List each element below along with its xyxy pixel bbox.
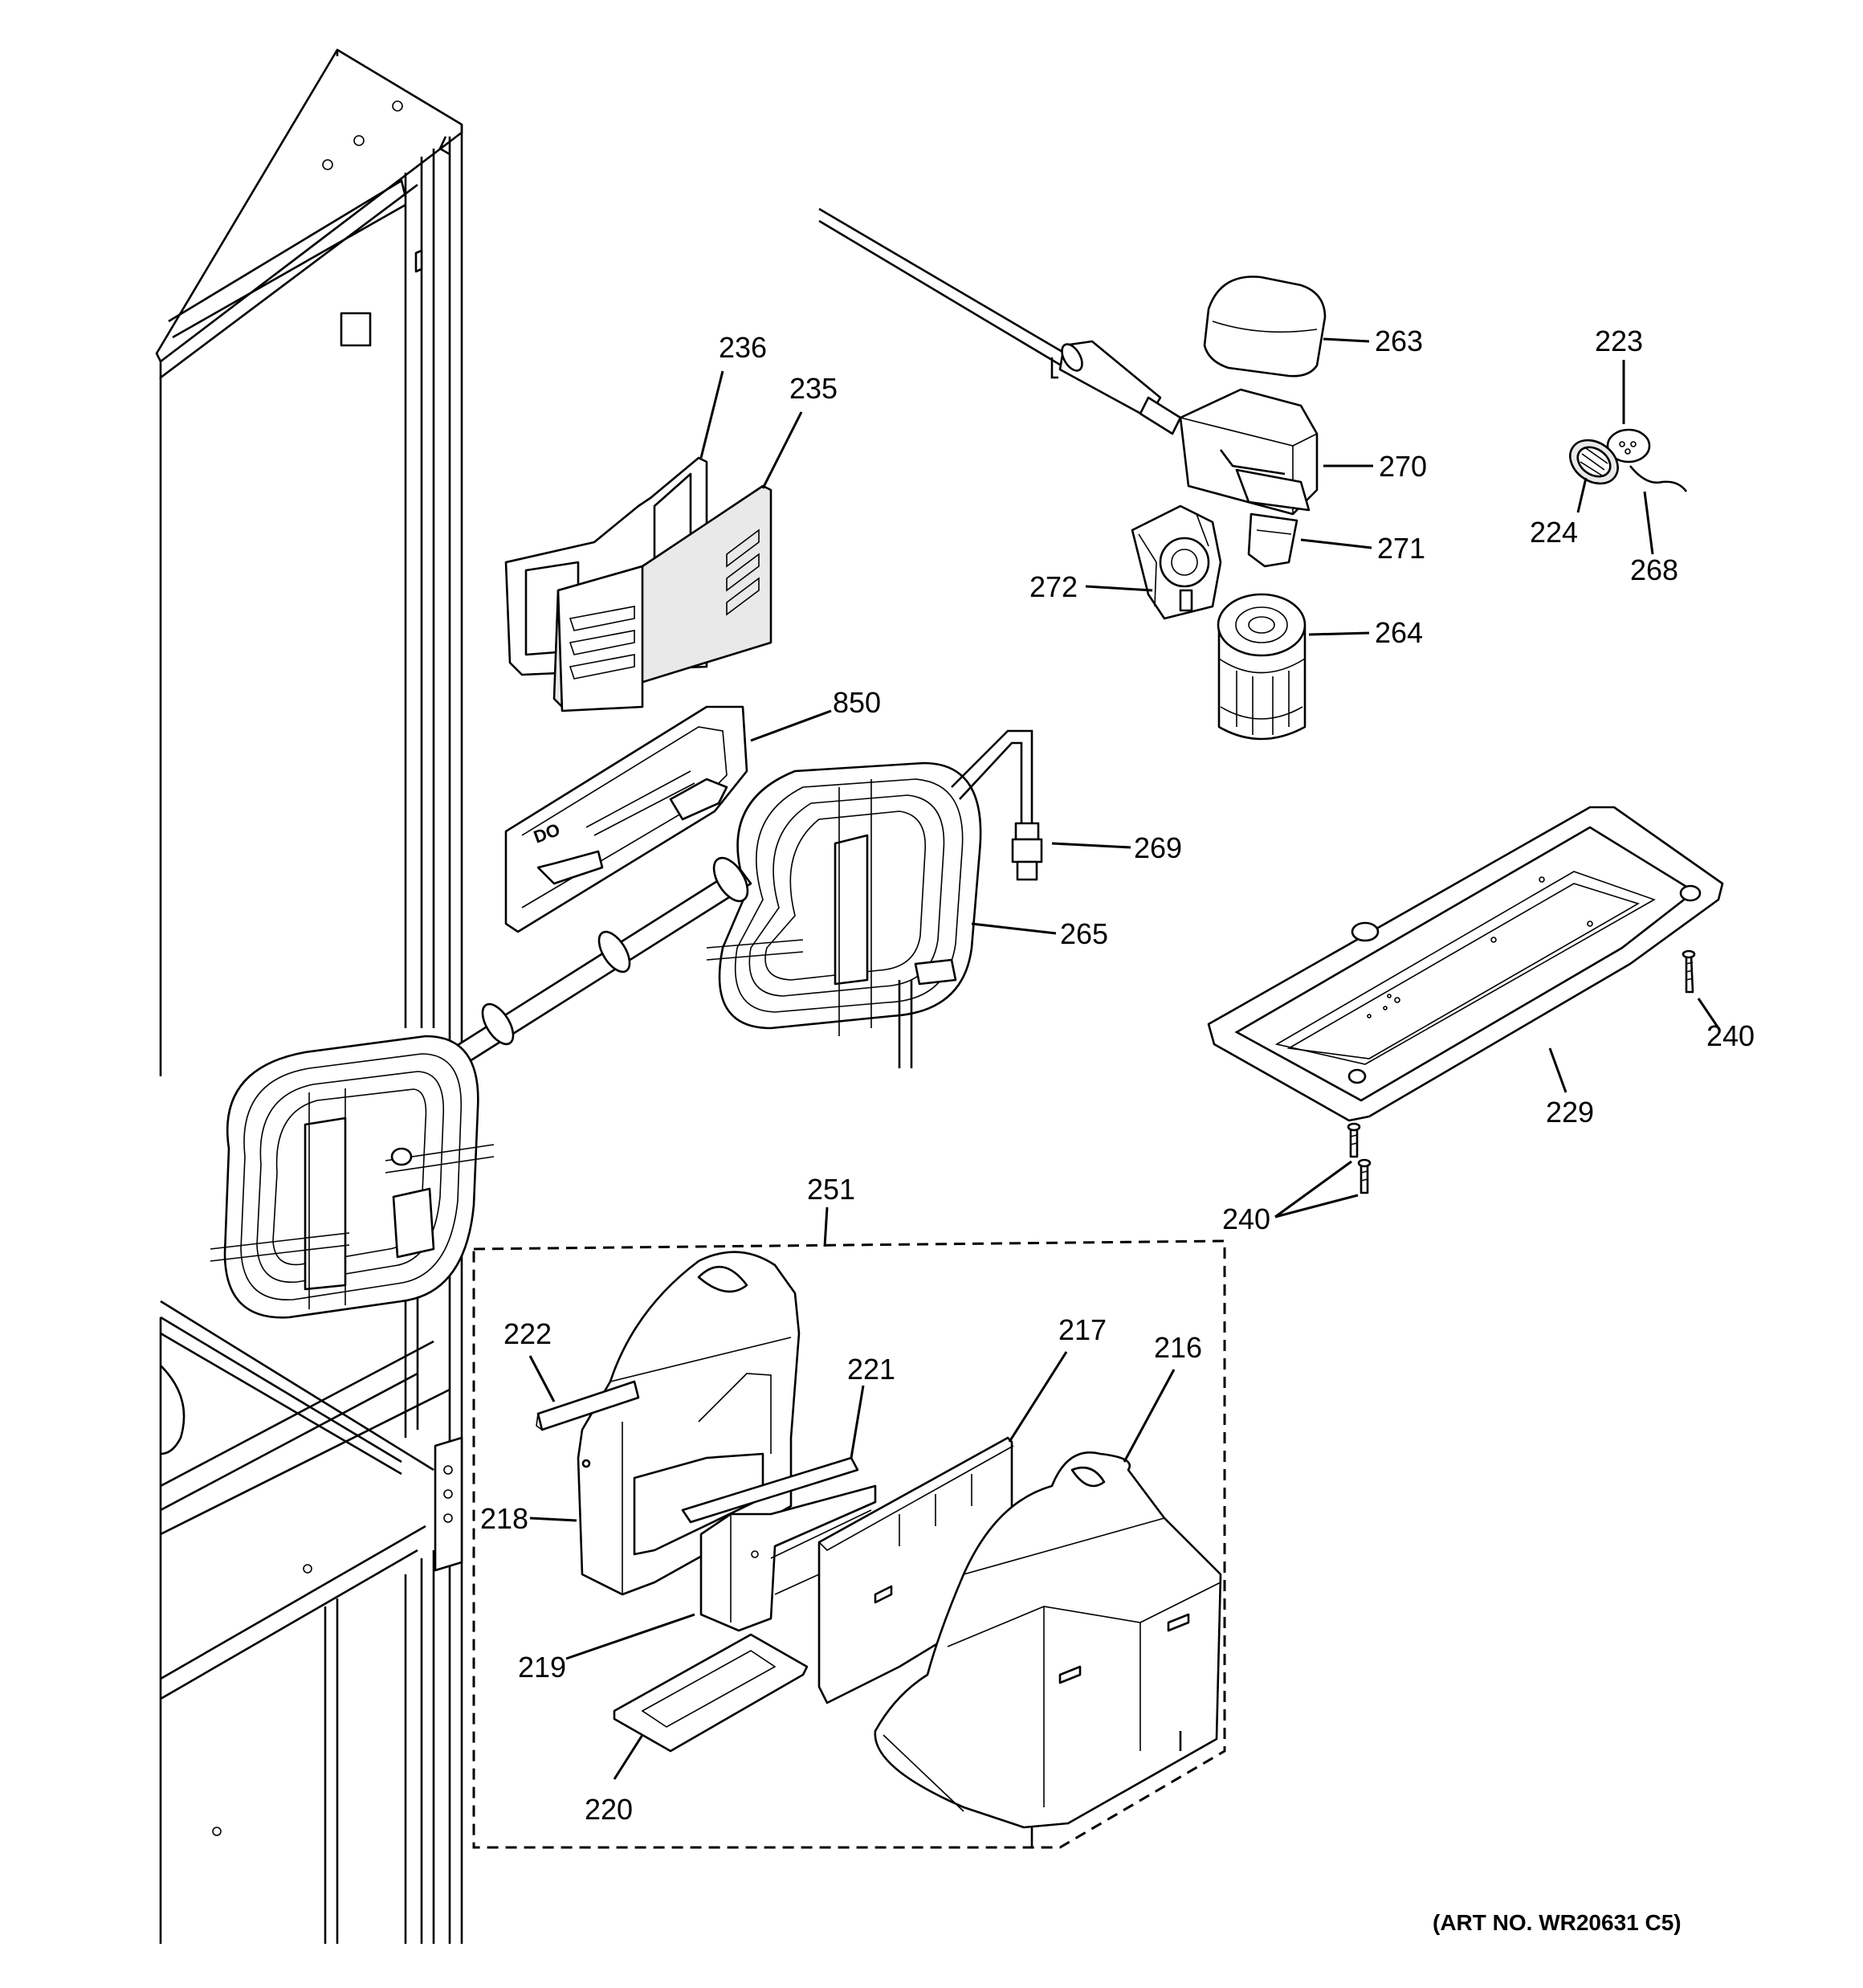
callout-270: 270 bbox=[1379, 450, 1427, 483]
callout-229: 229 bbox=[1546, 1096, 1594, 1129]
callout-218: 218 bbox=[480, 1502, 528, 1535]
water-line-tube bbox=[818, 207, 1182, 435]
part-229-drip-tray bbox=[1207, 806, 1724, 1122]
callout-264: 264 bbox=[1375, 616, 1423, 649]
callout-271: 271 bbox=[1377, 532, 1425, 565]
part-263-cover-cap bbox=[1203, 276, 1327, 378]
part-216-outer-cover bbox=[874, 1451, 1222, 1847]
callout-219: 219 bbox=[518, 1651, 566, 1684]
callout-leader-lines bbox=[528, 337, 1720, 1780]
part-272-mounting-bracket bbox=[1131, 504, 1222, 620]
callout-220: 220 bbox=[585, 1793, 633, 1826]
part-223-224-268-grille-gasket-wire bbox=[1569, 428, 1688, 492]
callout-223: 223 bbox=[1595, 325, 1643, 357]
callout-268: 268 bbox=[1630, 553, 1678, 586]
part-240-screws bbox=[1347, 949, 1696, 1194]
art-number-caption: (ART NO. WR20631 C5) bbox=[1433, 1910, 1682, 1935]
callout-217: 217 bbox=[1058, 1313, 1107, 1346]
part-264-filter-cartridge bbox=[1217, 593, 1307, 741]
callout-263: 263 bbox=[1375, 325, 1423, 357]
callout-272: 272 bbox=[1029, 570, 1078, 603]
kit-251-boundary bbox=[472, 1239, 1226, 1849]
callout-235: 235 bbox=[789, 372, 838, 405]
callout-240-left: 240 bbox=[1222, 1202, 1270, 1235]
refrigerator-cabinet bbox=[155, 48, 463, 1944]
callout-240-right: 240 bbox=[1706, 1019, 1755, 1052]
part-221-strip bbox=[681, 1456, 859, 1524]
callout-222: 222 bbox=[503, 1317, 552, 1350]
callout-251: 251 bbox=[807, 1173, 855, 1206]
callout-216: 216 bbox=[1154, 1331, 1202, 1364]
callout-265: 265 bbox=[1060, 917, 1108, 950]
part-270-dispenser-housing bbox=[1179, 388, 1319, 516]
callout-221: 221 bbox=[847, 1353, 895, 1386]
part-222-bar bbox=[536, 1380, 640, 1431]
part-220-gasket-frame bbox=[613, 1633, 809, 1753]
part-850-dispenser-actuator: DO bbox=[504, 705, 748, 933]
callout-850: 850 bbox=[833, 686, 881, 719]
part-269-tube-fitting bbox=[1011, 822, 1043, 881]
callout-236: 236 bbox=[719, 331, 767, 364]
callout-269: 269 bbox=[1134, 831, 1182, 864]
callout-224: 224 bbox=[1530, 516, 1578, 549]
callout-labels: 236 235 850 263 270 271 272 264 223 224 … bbox=[480, 325, 1755, 1826]
part-265-heater-tube-assembly bbox=[210, 729, 1033, 1319]
part-235-ice-chute-door bbox=[552, 484, 773, 712]
part-271-nozzle bbox=[1247, 512, 1298, 568]
